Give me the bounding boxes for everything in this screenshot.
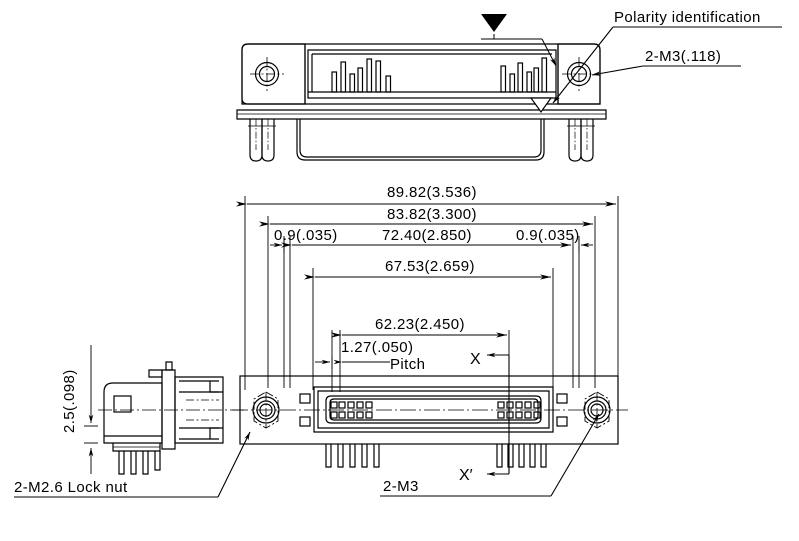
side-view bbox=[84, 345, 245, 475]
dim-edge-right: 0.9(.035) bbox=[516, 227, 580, 244]
top-view-pin-fins-right bbox=[500, 57, 548, 93]
contact-array-right bbox=[497, 401, 541, 419]
dim-contact-span: 62.23(2.450) bbox=[375, 316, 465, 333]
contact-array-left bbox=[330, 401, 373, 419]
top-view-pin-fins-left bbox=[331, 58, 392, 93]
front-left-hex-nut bbox=[252, 391, 280, 429]
section-line-x bbox=[487, 352, 510, 477]
front-view bbox=[232, 375, 628, 468]
polarity-identification-label: Polarity identification bbox=[614, 9, 761, 26]
dim-shell-width: 67.53(2.659) bbox=[385, 258, 475, 275]
dimension-stack bbox=[236, 196, 619, 392]
polarity-marker-hollow bbox=[529, 97, 553, 114]
screw-top-label: 2-M3(.118) bbox=[645, 48, 721, 65]
side-height-dimension bbox=[84, 345, 98, 474]
front-right-hex-nut bbox=[583, 391, 611, 429]
top-view-right-legs bbox=[567, 119, 595, 162]
dim-pitch-label: Pitch bbox=[390, 356, 425, 373]
dim-flange-width: 83.82(3.300) bbox=[387, 206, 477, 223]
dim-side-height: 2.5(.098) bbox=[61, 369, 78, 433]
dim-pitch-value: 1.27(.050) bbox=[341, 339, 413, 356]
dim-overall-width: 89.82(3.536) bbox=[387, 184, 477, 201]
side-view-pins bbox=[118, 451, 161, 475]
section-label-x-prime: X′ bbox=[459, 467, 473, 484]
top-view-left-legs bbox=[248, 119, 276, 162]
lock-nut-label: 2-M2.6 Lock nut bbox=[14, 479, 128, 496]
dim-edge-left: 0.9(.035) bbox=[274, 227, 338, 244]
screw-bottom-label: 2-M3 bbox=[383, 478, 419, 495]
front-view-solder-pins-right bbox=[496, 444, 547, 468]
top-view bbox=[236, 43, 607, 162]
dim-hole-pitch: 72.40(2.850) bbox=[382, 227, 472, 244]
top-left-mount-hole bbox=[250, 57, 284, 91]
front-view-solder-pins-left bbox=[325, 444, 380, 468]
top-right-mount-hole bbox=[562, 57, 596, 91]
polarity-marker-filled bbox=[481, 14, 507, 32]
section-label-x: X bbox=[470, 351, 481, 368]
